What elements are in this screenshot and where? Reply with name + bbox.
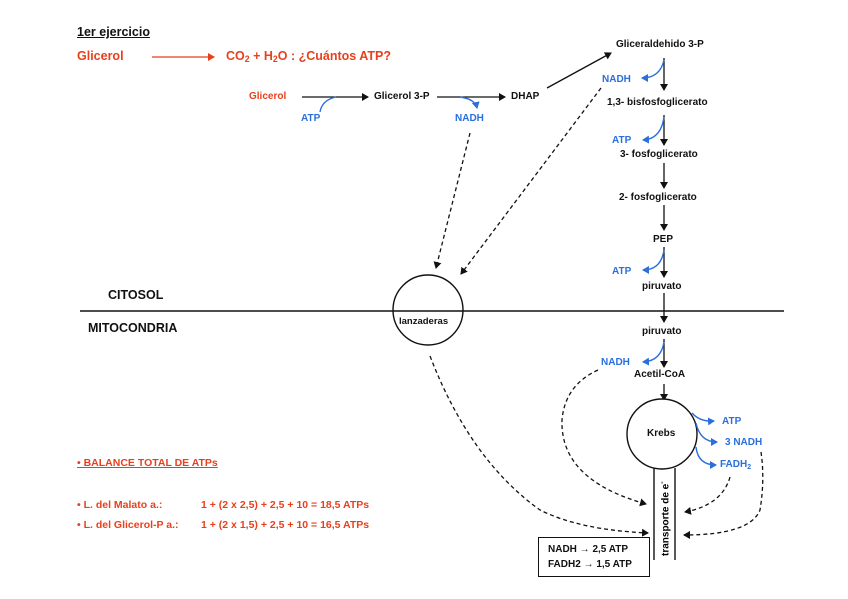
balance-row-glicerol-label: • L. del Glicerol-P a.: (77, 519, 179, 531)
h-subscript: 2 (272, 54, 278, 65)
citosol-label: CITOSOL (108, 288, 164, 302)
balance-row-malato-formula: 1 + (2 x 2,5) + 2,5 + 10 = 18,5 ATPs (201, 499, 370, 511)
dashed-nadh-g3p-to-shuttle (433, 132, 471, 269)
atp-consume-curve (319, 96, 337, 113)
balance-title: • BALANCE TOTAL DE ATPs (77, 458, 218, 469)
dashed-shuttle-to-etc (429, 355, 649, 537)
dashed-nadh-glycolysis-to-shuttle (460, 87, 602, 275)
equivalence-box: NADH → 2,5 ATP FADH2 → 1,5 ATP (538, 537, 650, 577)
glicerol-label: Glicerol (249, 91, 287, 102)
2pg-label: 2- fosfoglicerato (619, 192, 697, 203)
krebs-fadh-curve (695, 446, 717, 469)
pep-label: PEP (653, 234, 674, 245)
atp-release-curve-1 (642, 116, 665, 144)
question-rest: O : ¿Cuántos ATP? (277, 49, 391, 63)
question-substrate: Glicerol (77, 49, 124, 63)
balance-title-text: • BALANCE TOTAL DE ATPs (77, 457, 218, 469)
etc-text: transporte de e (660, 483, 672, 556)
nadh-pdh-label: NADH (601, 357, 630, 368)
krebs-atp-curve (691, 412, 715, 426)
equivalence-nadh: NADH → 2,5 ATP (548, 544, 629, 555)
equivalence-fadh2: FADH2 → 1,5 ATP (548, 559, 632, 570)
question-products: CO2 + H2O : ¿Cuántos ATP? (226, 50, 391, 64)
fadh-subscript: 2 (747, 463, 752, 471)
balance-row-malato-label: • L. del Malato a.: (77, 499, 163, 511)
krebs-circle (626, 398, 698, 470)
piruvato-mito-label: piruvato (642, 326, 682, 337)
dashed-pdh-nadh-to-etc (561, 369, 647, 507)
co-text: CO (226, 49, 245, 63)
bpg-label: 1,3- bisfosfoglicerato (607, 97, 708, 108)
nadh-glycolysis-label: NADH (602, 74, 631, 85)
shuttle-circle (392, 274, 464, 346)
shuttle-label: lanzaderas (399, 316, 449, 327)
glicerol3p-label: Glicerol 3-P (374, 91, 430, 102)
nadh-g3p-label: NADH (455, 113, 484, 124)
exercise-title: 1er ejercicio (77, 25, 150, 39)
krebs-fadh-label: FADH2 (720, 460, 751, 471)
arrow-dhap-to-gap (546, 52, 612, 89)
dashed-fadh-to-etc (684, 476, 731, 515)
nadh-release-curve-glycolysis (641, 59, 665, 82)
etc-superscript: - (659, 481, 666, 484)
nadh-release-curve-pdh (642, 341, 665, 366)
krebs-atp-label: ATP (722, 416, 742, 427)
co-subscript: 2 (244, 54, 250, 65)
atp-release-curve-2 (642, 249, 665, 274)
acetil-coa-label: Acetil-CoA (634, 369, 686, 380)
atp-glycolysis-1-label: ATP (612, 135, 632, 146)
fadh-text: FADH (720, 459, 748, 470)
dhap-label: DHAP (511, 91, 540, 102)
nadh-release-curve (459, 96, 480, 109)
atp-glycolysis-2-label: ATP (612, 266, 632, 277)
gap-label: Gliceraldehido 3-P (616, 39, 704, 50)
krebs-label: Krebs (647, 428, 676, 439)
dashed-krebs-nadh-to-etc (683, 451, 764, 539)
krebs-nadh-label: 3 NADH (725, 437, 763, 448)
piruvato-citosol-label: piruvato (642, 281, 682, 292)
mitocondria-label: MITOCONDRIA (88, 321, 178, 335)
balance-row-glicerol-formula: 1 + (2 x 1,5) + 2,5 + 10 = 16,5 ATPs (201, 519, 370, 531)
h-text: + H (249, 49, 273, 63)
3pg-label: 3- fosfoglicerato (620, 149, 698, 160)
krebs-nadh-curve (695, 422, 718, 446)
atp-in-label: ATP (301, 113, 321, 124)
etc-label: transporte de e- (659, 481, 671, 556)
